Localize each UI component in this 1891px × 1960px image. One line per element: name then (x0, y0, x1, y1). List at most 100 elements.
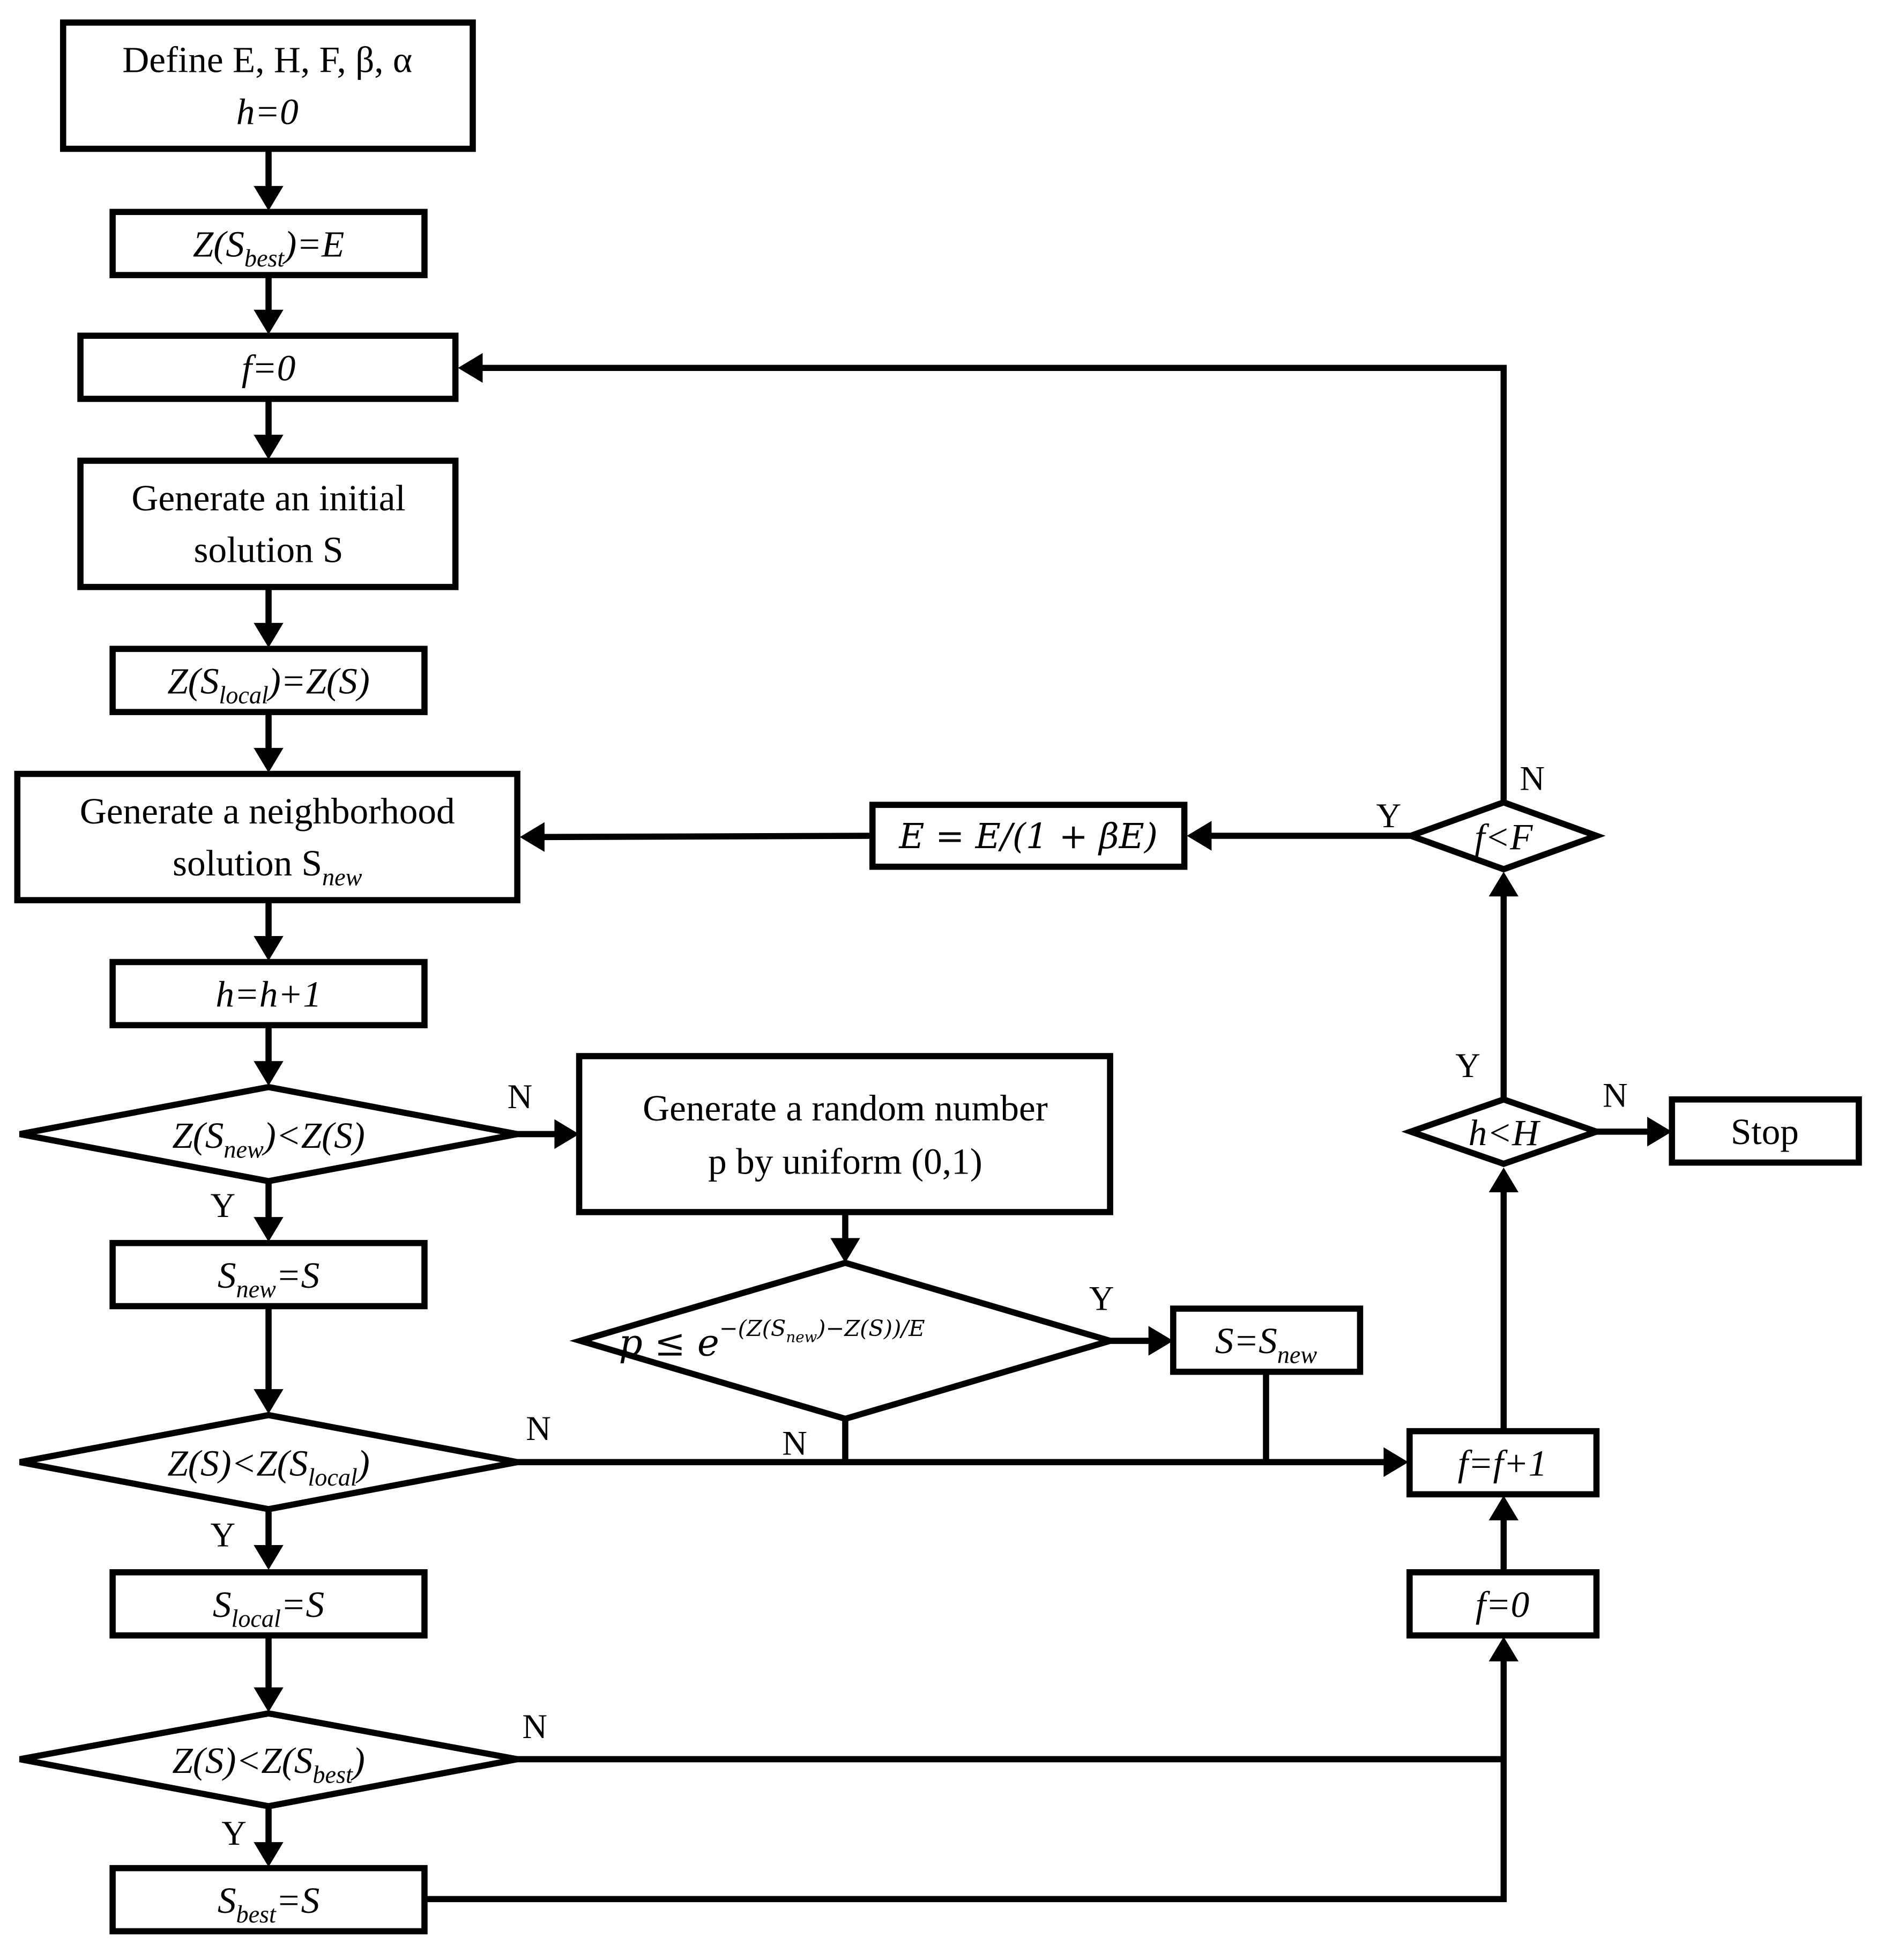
label-cmp-new-no: N (508, 1077, 533, 1116)
h-lt-H-diamond: h<H (1401, 1096, 1606, 1167)
svg-text:Slocal=S: Slocal=S (213, 1584, 324, 1632)
prob-exp-sub: new (786, 1328, 817, 1346)
stop-box: Stop (1669, 1096, 1862, 1166)
label-f-lt-F-no: N (1520, 759, 1545, 798)
s-eq-snew-sub: new (1277, 1341, 1317, 1369)
prob-test-diamond: p ≤ e−(Z(Snew)−Z(S))/E (569, 1259, 1121, 1422)
label-f-lt-F-yes: Y (1376, 796, 1401, 835)
slocal-eq-s-a: S (213, 1584, 232, 1625)
arrowhead (254, 1217, 284, 1242)
neighborhood-box: Generate a neighborhood solution Snew (14, 770, 520, 903)
edge-fltF-no (480, 365, 1507, 803)
arrowhead (458, 353, 483, 383)
init-solution-line1: Generate an initial (131, 477, 405, 518)
cmp-local-b: ) (355, 1443, 370, 1484)
label-cmp-best-yes: Y (221, 1814, 247, 1852)
random-line2: p by uniform (0,1) (708, 1140, 982, 1182)
cmp-best-diamond: Z(S)<Z(Sbest) (19, 1710, 518, 1810)
label-h-lt-H-no: N (1603, 1076, 1628, 1115)
arrowhead (830, 1238, 860, 1263)
s-eq-snew-box: S=Snew (1170, 1305, 1364, 1375)
cmp-new-diamond: Z(Snew)<Z(S) (19, 1083, 518, 1185)
edge-labels: N Y Y N N Y N Y Y N Y N (211, 759, 1628, 1852)
svg-text:Z(Snew)<Z(S): Z(Snew)<Z(S) (172, 1115, 365, 1163)
f0-top-text: f=0 (242, 347, 296, 388)
cmp-new-sub: new (224, 1135, 264, 1163)
f-inc-text: f=f+1 (1458, 1443, 1547, 1484)
snew-eq-s-box: Snew=S (109, 1239, 428, 1310)
define-box: Define E, H, F, β, α h=0 (59, 19, 476, 152)
svg-text:solution Snew: solution Snew (173, 842, 362, 890)
slocal-eq-s-box: Slocal=S (109, 1569, 428, 1639)
cmp-best-b: ) (351, 1740, 365, 1781)
arrowhead (254, 1842, 284, 1867)
sbest-eq-s-sub: best (236, 1900, 277, 1928)
sbest-eq-s-box: Sbest=S (109, 1865, 428, 1935)
slocal-eq-s-sub: local (232, 1605, 281, 1632)
svg-text:Sbest=S: Sbest=S (218, 1880, 319, 1928)
cmp-best-sub: best (312, 1761, 353, 1788)
random-box: Generate a random number p by uniform (0… (576, 1053, 1113, 1215)
cmp-local-sub: local (308, 1464, 357, 1491)
stop-text: Stop (1731, 1111, 1799, 1152)
prob-lhs: p ≤ e (619, 1322, 719, 1365)
zbest-init-b: )=E (282, 223, 344, 264)
zlocal-init-b: )=Z(S) (266, 660, 370, 701)
zbest-init-sub: best (244, 244, 285, 272)
sbest-eq-s-b: =S (276, 1880, 319, 1921)
svg-text:Z(S)<Z(Sbest): Z(S)<Z(Sbest) (172, 1740, 365, 1788)
define-line1: Define E, H, F, β, α (122, 39, 412, 80)
zbest-init-a: Z(S (193, 223, 244, 264)
define-line2: h=0 (236, 91, 299, 132)
arrowhead (254, 936, 284, 961)
arrowhead (254, 309, 284, 335)
arrowhead (254, 1061, 284, 1086)
snew-eq-s-sub: new (236, 1275, 276, 1303)
h-inc-box: h=h+1 (109, 959, 428, 1029)
arrowhead (254, 1687, 284, 1712)
label-prob-no: N (782, 1423, 807, 1462)
arrowhead (519, 822, 545, 852)
svg-text:Z(Sbest)=E: Z(Sbest)=E (193, 223, 345, 271)
arrowhead (1488, 1495, 1519, 1520)
edge-sbest-to-f0 (424, 1659, 1507, 1903)
neighborhood-line2sub: new (322, 863, 362, 890)
h-inc-text: h=h+1 (215, 974, 321, 1015)
svg-text:S=Snew: S=Snew (1215, 1320, 1317, 1368)
label-cmp-new-yes: Y (211, 1186, 236, 1224)
e-update-box: E = E/(1 + βE) (869, 801, 1188, 870)
arrowhead (1647, 1117, 1672, 1147)
cmp-best-a: Z(S)<Z(S (172, 1740, 312, 1781)
f0-bottom-text: f=0 (1476, 1584, 1530, 1625)
h-lt-H-text: h<H (1469, 1112, 1541, 1153)
cmp-new-a: Z(S (172, 1115, 224, 1156)
arrowhead (254, 1389, 284, 1414)
arrowhead (254, 434, 284, 460)
zlocal-init-sub: local (219, 681, 268, 709)
edge-eupdate-to-neighborhood (542, 833, 873, 841)
arrowhead (554, 1119, 579, 1149)
svg-text:Snew=S: Snew=S (218, 1254, 319, 1303)
slocal-eq-s-b: =S (281, 1584, 324, 1625)
cmp-local-a: Z(S)<Z(S (167, 1443, 308, 1484)
zlocal-init-box: Z(Slocal)=Z(S) (109, 645, 428, 715)
arrowhead (254, 1545, 284, 1570)
snew-eq-s-a: S (218, 1254, 236, 1296)
f-lt-F-diamond: f<F (1402, 799, 1606, 873)
snew-eq-s-b: =S (276, 1254, 319, 1296)
arrowhead (1488, 1167, 1519, 1192)
random-line1: Generate a random number (643, 1087, 1048, 1129)
f-lt-F-text: f<F (1475, 816, 1533, 857)
zbest-init-box: Z(Sbest)=E (109, 209, 428, 278)
arrowhead (254, 748, 284, 773)
e-update-text: E = E/(1 + βE) (898, 816, 1158, 857)
label-h-lt-H-yes: Y (1455, 1046, 1480, 1085)
label-cmp-local-yes: Y (211, 1515, 236, 1554)
f-inc-box: f=f+1 (1406, 1428, 1600, 1498)
arrowhead (1187, 821, 1212, 851)
arrowhead (1488, 1636, 1519, 1662)
svg-text:Z(Slocal)=Z(S): Z(Slocal)=Z(S) (167, 660, 370, 708)
prob-exp-rest: )−Z(S))/E (816, 1315, 925, 1341)
svg-text:Z(S)<Z(Slocal): Z(S)<Z(Slocal) (167, 1443, 370, 1491)
